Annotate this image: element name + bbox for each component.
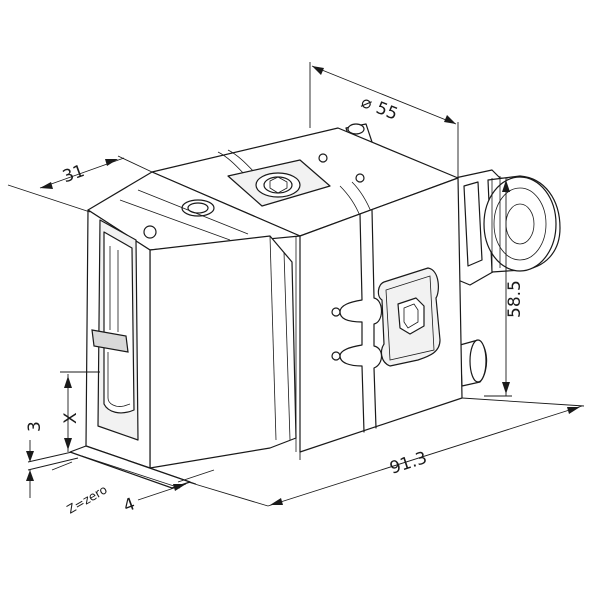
dim-offsets-left: 3 X	[25, 371, 100, 498]
offset-x-value: X	[61, 412, 81, 424]
z-zero-label: Z=zero	[65, 482, 110, 516]
diameter-value: 55	[373, 98, 401, 125]
height-right-value: 58.5	[505, 280, 525, 318]
diameter-symbol: ⌀	[358, 92, 375, 114]
offset-4-value: 4	[121, 494, 138, 516]
right-lower-pin	[459, 339, 488, 387]
left-housing-front	[149, 235, 297, 469]
width-left-value: 31	[60, 161, 87, 187]
length-bottom-value: 91.3	[387, 448, 429, 479]
front-clamp-plate	[377, 267, 441, 367]
dim-height-right: 58.5	[484, 177, 525, 397]
offset-3-value: 3	[25, 421, 45, 432]
